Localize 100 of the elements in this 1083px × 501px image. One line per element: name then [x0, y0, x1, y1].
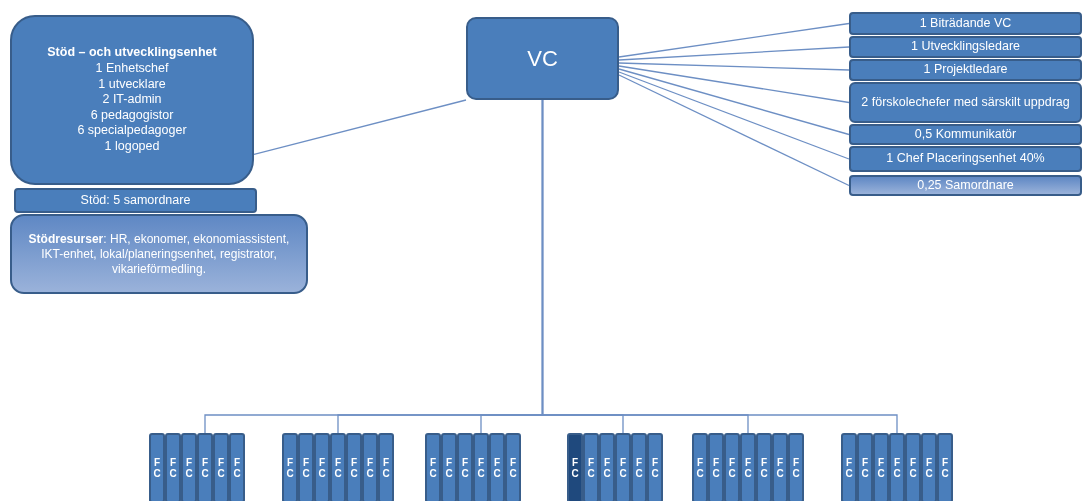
role-label: 0,25 Samordnare [917, 177, 1014, 194]
staff-bar [298, 433, 314, 501]
role-label: FC [349, 457, 359, 479]
role-label: FC [844, 457, 854, 479]
role-label: FC [892, 457, 902, 479]
role-label: FC [492, 457, 502, 479]
staff-bar [889, 433, 905, 501]
connector-line [618, 62, 850, 71]
staff-bar [708, 433, 724, 501]
role-label: FC [317, 457, 327, 479]
role-label: 6 pedagogistor [90, 107, 174, 124]
role-label: FC [333, 457, 343, 479]
staff-bar [425, 433, 441, 501]
role-label: FC [759, 457, 769, 479]
role-label: 1 Enhetschef [95, 60, 169, 77]
connector-line [253, 99, 467, 156]
role-label: 0,5 Kommunikatör [914, 126, 1017, 143]
staff-bar [505, 433, 521, 501]
staff-bar [473, 433, 489, 501]
role-label: FC [365, 457, 375, 479]
heading-label: Stöd – och utvecklingsenhet [47, 45, 217, 61]
staff-bar [615, 433, 631, 501]
org-box [14, 188, 257, 213]
org-box [849, 12, 1082, 35]
role-label: FC [476, 457, 486, 479]
role-label: 1 Projektledare [923, 62, 1008, 78]
role-label: FC [775, 457, 785, 479]
staff-bar [692, 433, 708, 501]
role-label: FC [381, 457, 391, 479]
staff-bar [772, 433, 788, 501]
role-label: FC [184, 457, 194, 479]
staff-bar [724, 433, 740, 501]
role-label: FC [216, 457, 226, 479]
staff-bar [489, 433, 505, 501]
role-label: FC [152, 457, 162, 479]
role-label: 2 förskolechefer med särskilt uppdrag [860, 94, 1071, 111]
role-label: 1 Utvecklingsledare [910, 39, 1021, 55]
staff-bar [213, 433, 229, 501]
org-box [849, 36, 1082, 58]
role-label: FC [508, 457, 518, 479]
connector-line [618, 68, 850, 136]
staff-bar [149, 433, 165, 501]
role-label: 1 logoped [104, 139, 160, 155]
staff-bar [599, 433, 615, 501]
role-label: FC [876, 457, 886, 479]
role-label: 2 IT-admin [102, 92, 162, 108]
role-label: FC [727, 457, 737, 479]
staff-bar [921, 433, 937, 501]
connector-line [618, 74, 850, 187]
role-label: Stödresurser: HR, ekonomer, ekonomiassistent, IKT-enhet, lokal/planeringsenhet, registrator, vikarieförmedling. [27, 231, 291, 277]
staff-bar [197, 433, 213, 501]
connector-line [618, 65, 850, 104]
role-label: FC [711, 457, 721, 479]
role-label: FC [570, 457, 580, 479]
org-box [10, 15, 254, 185]
role-label: FC [908, 457, 918, 479]
role-label: 6 specialpedagoger [77, 123, 187, 140]
staff-bar [873, 433, 889, 501]
role-label: FC [618, 457, 628, 479]
staff-bar [756, 433, 772, 501]
role-label: FC [285, 457, 295, 479]
staff-bar [647, 433, 663, 501]
role-label: Stöd: 5 samordnare [80, 192, 191, 209]
connector-line [541, 99, 898, 434]
role-label: FC [428, 457, 438, 479]
staff-bar [282, 433, 298, 501]
staff-bar [330, 433, 346, 501]
role-label: FC [940, 457, 950, 479]
connector-line [618, 71, 850, 160]
staff-bar [857, 433, 873, 501]
org-box [10, 214, 308, 294]
staff-bar [346, 433, 362, 501]
org-box [849, 146, 1082, 172]
org-box [849, 59, 1082, 81]
role-label: FC [650, 457, 660, 479]
role-label: FC [695, 457, 705, 479]
role-label: FC [860, 457, 870, 479]
staff-bar [229, 433, 245, 501]
role-label: FC [602, 457, 612, 479]
role-label: 1 Chef Placeringsenhet 40% [886, 151, 1045, 167]
role-label: FC [791, 457, 801, 479]
role-label: FC [200, 457, 210, 479]
org-box [849, 175, 1082, 196]
org-box [849, 124, 1082, 145]
staff-bar [362, 433, 378, 501]
role-label: FC [301, 457, 311, 479]
staff-bar [181, 433, 197, 501]
staff-bar [905, 433, 921, 501]
staff-bar [378, 433, 394, 501]
staff-bar [788, 433, 804, 501]
staff-bar [165, 433, 181, 501]
head-box [466, 17, 619, 100]
staff-bar [314, 433, 330, 501]
role-label: FC [586, 457, 596, 479]
role-label: FC [444, 457, 454, 479]
role-label: FC [460, 457, 470, 479]
staff-bar [937, 433, 953, 501]
org-box [849, 82, 1082, 123]
staff-bar [631, 433, 647, 501]
connector-line [618, 22, 850, 58]
